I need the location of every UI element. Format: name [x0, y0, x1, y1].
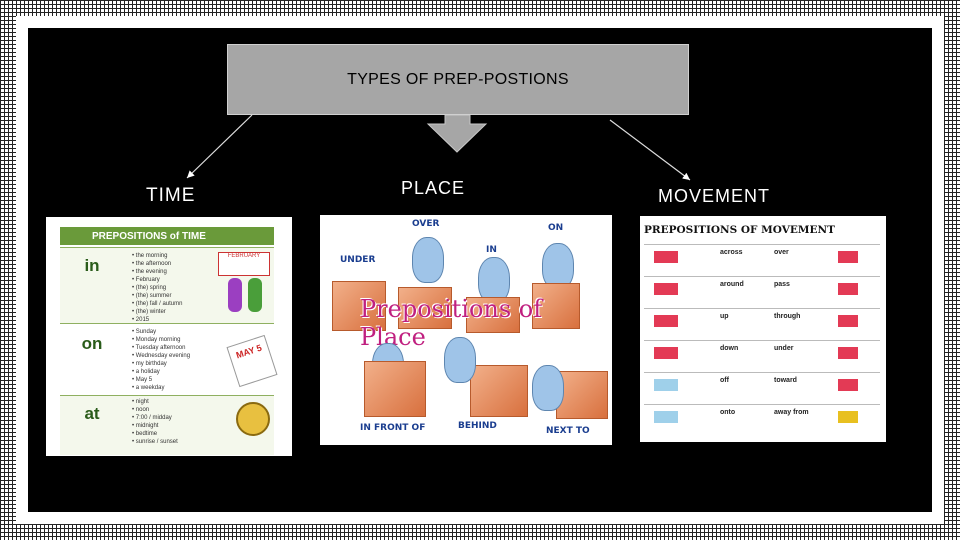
- movement-illustration: [654, 251, 678, 263]
- movement-illustration: [838, 315, 858, 327]
- mouse-icon: [444, 337, 476, 383]
- time-items: nightnoon7:00 / middaymidnightbedtimesun…: [132, 398, 212, 446]
- label-in: IN: [486, 245, 497, 255]
- movement-word: down: [720, 345, 738, 352]
- movement-word: around: [720, 281, 744, 288]
- movement-word: onto: [720, 409, 735, 416]
- time-row-in: in the morningthe afternoonthe eveningFe…: [60, 247, 274, 323]
- label-next-to: NEXT TO: [546, 426, 590, 436]
- title-box: TYPES OF PREP-POSTIONS: [227, 44, 689, 115]
- label-behind: BEHIND: [458, 421, 497, 431]
- clock-icon: [236, 402, 270, 436]
- arrow-to-time: [187, 115, 252, 178]
- mouse-icon: [532, 365, 564, 411]
- calendar-icon: FEBRUARY: [218, 252, 270, 276]
- time-row-at: at nightnoon7:00 / middaymidnightbedtime…: [60, 395, 274, 455]
- time-chart-image: PREPOSITIONS of TIME in the morningthe a…: [46, 217, 292, 456]
- movement-chart-image: PREPOSITIONS OF MOVEMENT across over aro…: [640, 216, 886, 442]
- mouse-icon: [412, 237, 444, 283]
- movement-illustration: [654, 283, 678, 295]
- movement-word: across: [720, 249, 743, 256]
- movement-word: away from: [774, 409, 809, 416]
- time-word: on: [60, 334, 124, 354]
- label-on: ON: [548, 223, 563, 233]
- time-word: in: [60, 256, 124, 276]
- time-word: at: [60, 404, 124, 424]
- child-figure-icon: [248, 278, 262, 312]
- box-icon: [364, 361, 426, 417]
- time-items: the morningthe afternoonthe eveningFebru…: [132, 252, 212, 324]
- movement-illustration: [838, 251, 858, 263]
- label-movement: MOVEMENT: [658, 186, 770, 207]
- movement-illustration: [654, 315, 678, 327]
- place-chart-image: OVER ON UNDER IN Prepositions of Place I…: [320, 215, 612, 445]
- arrow-to-movement: [610, 120, 690, 180]
- movement-word: under: [774, 345, 793, 352]
- movement-row: down under: [644, 340, 880, 371]
- movement-illustration: [654, 347, 678, 359]
- movement-chart-heading: PREPOSITIONS OF MOVEMENT: [644, 224, 880, 236]
- time-chart-heading: PREPOSITIONS of TIME: [60, 227, 274, 245]
- movement-word: pass: [774, 281, 790, 288]
- label-time: TIME: [146, 185, 195, 207]
- movement-illustration: [654, 379, 678, 391]
- movement-row: across over: [644, 244, 880, 275]
- label-in-front-of: IN FRONT OF: [360, 423, 425, 433]
- box-icon: [470, 365, 528, 417]
- movement-word: over: [774, 249, 789, 256]
- movement-word: up: [720, 313, 729, 320]
- slide-title: TYPES OF PREP-POSTIONS: [347, 71, 569, 89]
- child-figure-icon: [228, 278, 242, 312]
- date-card-icon: MAY 5: [226, 335, 277, 387]
- time-row-on: on SundayMonday morningTuesday afternoon…: [60, 323, 274, 395]
- movement-row: off toward: [644, 372, 880, 403]
- movement-illustration: [838, 411, 858, 423]
- label-place: PLACE: [401, 178, 465, 199]
- movement-illustration: [838, 283, 858, 295]
- time-items: SundayMonday morningTuesday afternoonWed…: [132, 328, 212, 392]
- movement-row: around pass: [644, 276, 880, 307]
- movement-illustration: [838, 379, 858, 391]
- movement-word: off: [720, 377, 729, 384]
- movement-illustration: [838, 347, 858, 359]
- movement-row: up through: [644, 308, 880, 339]
- movement-illustration: [654, 411, 678, 423]
- movement-row: onto away from: [644, 404, 880, 435]
- label-under: UNDER: [340, 255, 375, 265]
- movement-word: toward: [774, 377, 797, 384]
- label-over: OVER: [412, 219, 439, 229]
- movement-word: through: [774, 313, 800, 320]
- arrow-to-place: [428, 115, 486, 152]
